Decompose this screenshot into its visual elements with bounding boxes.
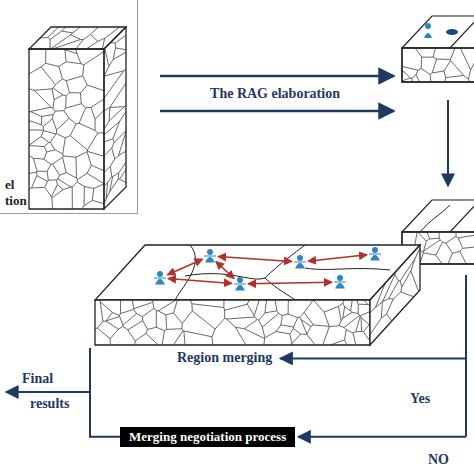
- cube-illustration: [0, 0, 137, 213]
- flow-line: [298, 436, 466, 438]
- flow-arrow: [447, 100, 449, 186]
- cropped-slab: [402, 16, 474, 82]
- agent-message: [308, 255, 367, 261]
- cell-texture: [29, 49, 104, 209]
- node-text: el tion: [5, 177, 31, 208]
- region-border: [185, 274, 265, 279]
- rag-arrow: [160, 75, 394, 78]
- region-border: [305, 268, 390, 270]
- label-holder: The RAG elaboration: [210, 86, 340, 103]
- agent-message: [218, 257, 292, 262]
- agent-icon: [234, 277, 246, 290]
- agent-icon: [369, 247, 381, 260]
- cell-texture: [95, 300, 370, 345]
- agent-icon: [204, 249, 216, 262]
- output-label: results: [30, 396, 69, 413]
- flow-line: [465, 275, 467, 437]
- flow-line: [6, 391, 90, 393]
- input-panel: el tion: [0, 0, 138, 214]
- slab-illustration: [90, 238, 425, 348]
- process-box: Merging negotiation process: [120, 427, 295, 447]
- slab-top-face: [95, 245, 420, 300]
- face-outline: [402, 48, 474, 82]
- region-border: [265, 278, 295, 300]
- output-label: Final: [22, 371, 53, 388]
- branch-label: Yes: [410, 391, 430, 408]
- region-border: [175, 245, 195, 300]
- cell-texture: [370, 245, 420, 345]
- supervoxel-slab: Region merging: [90, 238, 425, 348]
- cell-texture: [29, 27, 124, 49]
- flow-line: [90, 348, 120, 437]
- agent-message: [167, 259, 202, 275]
- cell-texture: [104, 27, 126, 204]
- face-outline: [29, 49, 104, 209]
- label-holder: Final: [22, 371, 53, 388]
- label-holder: results: [30, 396, 69, 413]
- label-holder: Yes: [410, 391, 430, 408]
- face-outline: [29, 27, 126, 49]
- cell-texture: [402, 48, 474, 82]
- rag-arrow: [160, 110, 394, 113]
- branch-label: NO: [428, 452, 449, 469]
- node-text: Merging negotiation process: [120, 427, 295, 447]
- agent-icon: [294, 255, 306, 268]
- agent-message: [248, 282, 332, 284]
- agent-icon: [334, 275, 346, 288]
- arrow-label: The RAG elaboration: [210, 86, 340, 103]
- face-outline: [104, 27, 126, 209]
- agent-message: [168, 279, 232, 284]
- agent-message: [216, 261, 234, 278]
- face-outline: [370, 245, 420, 345]
- label-holder: NO: [428, 452, 449, 469]
- flow-line: [280, 357, 466, 359]
- node-text: Region merging: [175, 350, 274, 367]
- face-outline: [95, 300, 370, 345]
- agent-icon: [154, 271, 166, 284]
